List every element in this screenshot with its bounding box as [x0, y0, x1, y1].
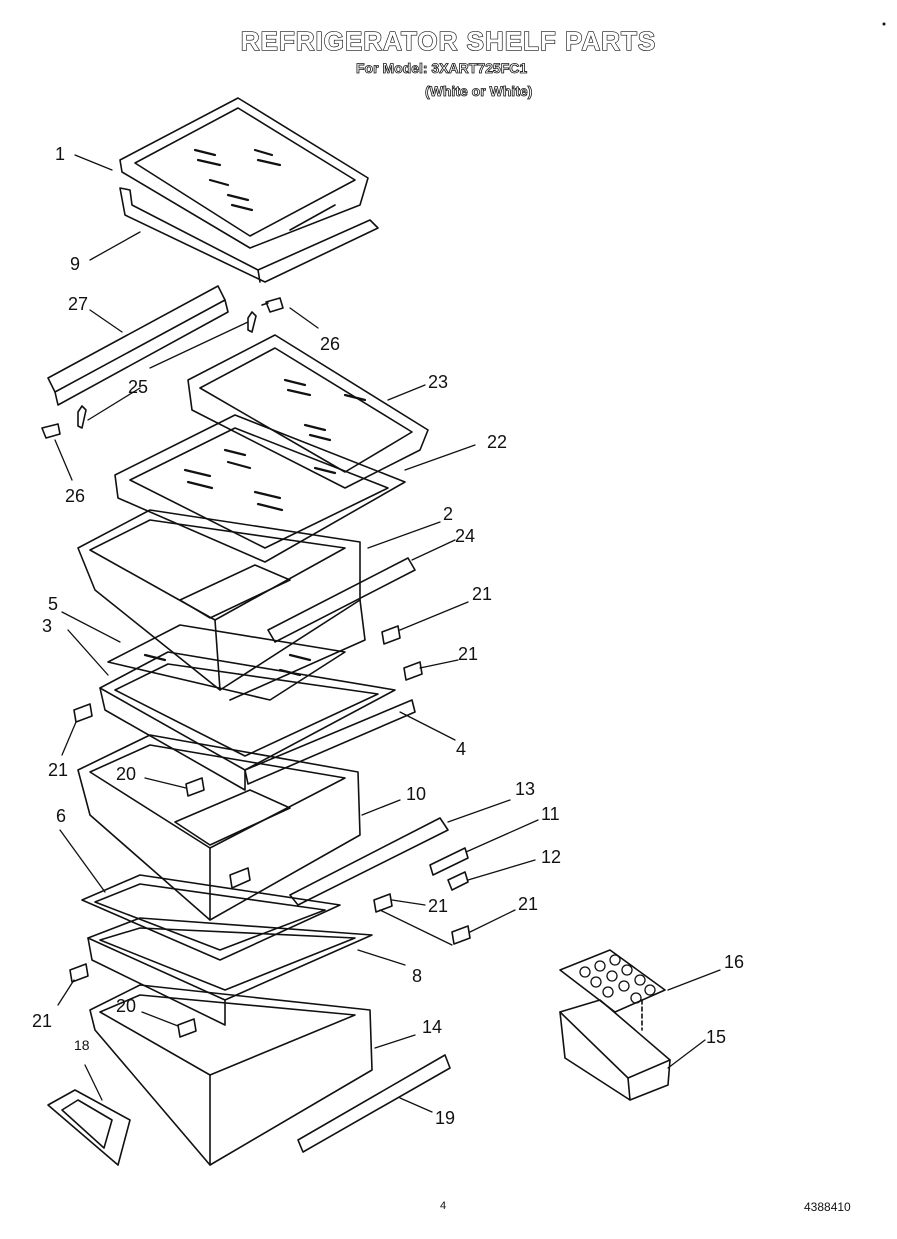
page-title: REFRIGERATOR SHELF PARTS: [240, 25, 657, 56]
callout-2: 2: [443, 504, 453, 524]
callout-25: 25: [128, 377, 148, 397]
callout-20-a: 20: [116, 764, 136, 784]
callout-21-c: 21: [48, 760, 68, 780]
part-23-shelf: [187, 334, 429, 489]
callout-9: 9: [70, 254, 80, 274]
callout-8: 8: [412, 966, 422, 986]
callout-1: 1: [55, 144, 65, 164]
part-15-bin: [559, 999, 671, 1101]
part-21-screw: [373, 893, 393, 913]
part-14-drawer: [89, 984, 373, 1166]
callout-5: 5: [48, 594, 58, 614]
part-6-glass: [81, 874, 341, 961]
part-8-frame: [87, 917, 373, 1026]
part-12-clip: [447, 871, 469, 891]
document-number: 4388410: [804, 1200, 851, 1214]
callout-3: 3: [42, 616, 52, 636]
part-10-crisper: [77, 734, 361, 921]
callout-11: 11: [541, 804, 560, 824]
part-1-shelf: [119, 97, 369, 249]
part-24-handle: [267, 557, 416, 643]
part-25-clip-top: [247, 311, 257, 333]
callout-labels: 1 9 27 26 25 23 26 22 2 24 5 21 3 21 4 2…: [32, 144, 744, 1128]
callout-23: 23: [428, 372, 448, 392]
callout-4: 4: [456, 739, 466, 759]
callout-14: 14: [422, 1017, 442, 1037]
part-18-badge: [47, 1089, 131, 1166]
part-21-screw: [381, 625, 401, 645]
callout-21-f: 21: [32, 1011, 52, 1031]
part-22-shelf: [114, 414, 406, 563]
page-number: 4: [440, 1200, 447, 1212]
part-25-clip-bottom: [77, 405, 87, 429]
part-20-screw: [177, 1018, 197, 1038]
callout-24: 24: [455, 526, 475, 546]
callout-26-top: 26: [320, 334, 340, 354]
leader-lines: [54, 154, 721, 1113]
callout-13: 13: [515, 779, 535, 799]
callout-12: 12: [541, 847, 561, 867]
callout-21-a: 21: [472, 584, 492, 604]
callout-20-b: 20: [116, 996, 136, 1016]
callout-21-b: 21: [458, 644, 478, 664]
part-11-bracket: [429, 847, 469, 876]
part-13-handle: [289, 817, 449, 906]
part-16-egg-tray: [559, 949, 666, 1013]
part-20-screw: [185, 777, 205, 797]
callout-16: 16: [724, 952, 744, 972]
callout-18: 18: [74, 1037, 90, 1053]
callout-21-d: 21: [428, 896, 448, 916]
callout-27: 27: [68, 294, 88, 314]
part-21-screw: [73, 703, 93, 723]
callout-22: 22: [487, 432, 507, 452]
part-9-frame: [119, 187, 379, 283]
part-21-screw: [451, 925, 471, 945]
color-line: (White or White): [425, 83, 533, 100]
callout-19: 19: [435, 1108, 455, 1128]
callout-6: 6: [56, 806, 66, 826]
callout-21-e: 21: [518, 894, 538, 914]
part-21-screw: [69, 963, 89, 983]
callout-26-bottom: 26: [65, 486, 85, 506]
part-26-screw-top: [261, 297, 284, 313]
corner-dot: [882, 22, 886, 26]
part-21-screw: [403, 661, 423, 681]
part-27-rail: [47, 285, 229, 406]
model-line: For Model: 3XART725FC1: [356, 60, 528, 77]
callout-10: 10: [406, 784, 426, 804]
part-4-rail: [244, 699, 416, 785]
callout-15: 15: [706, 1027, 726, 1047]
part-26-screw-bottom: [41, 423, 61, 439]
part-19-handle: [297, 1054, 451, 1153]
